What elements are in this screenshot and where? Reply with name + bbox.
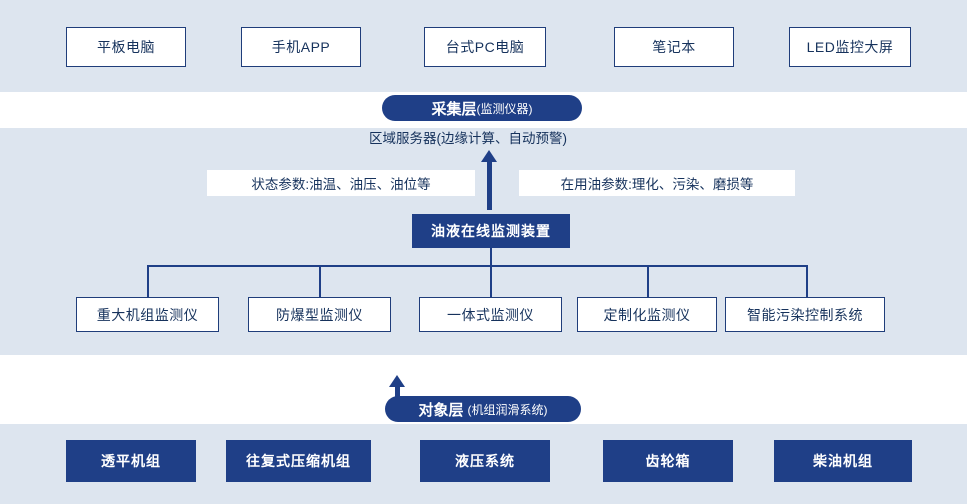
device-box-major-unit-monitor[interactable]: 重大机组监测仪: [76, 297, 219, 332]
terminal-label: 笔记本: [652, 39, 696, 55]
device-hub-box[interactable]: 油液在线监测装置: [412, 214, 570, 248]
edge-server-label: 区域服务器(边缘计算、自动预警): [369, 131, 567, 146]
connector-drop-2: [319, 265, 321, 298]
terminal-label: 平板电脑: [97, 39, 155, 55]
device-label: 智能污染控制系统: [747, 306, 863, 323]
object-layer-badge: 对象层(机组润滑系统): [385, 396, 581, 422]
terminal-box-mobile-app[interactable]: 手机APP: [241, 27, 361, 67]
connector-hub-stem: [490, 248, 492, 266]
object-layer-subtitle: (机组润滑系统): [467, 402, 548, 417]
device-label: 防爆型监测仪: [276, 306, 363, 323]
collection-layer-title: 采集层: [431, 100, 477, 118]
connector-drop-1: [147, 265, 149, 298]
terminal-label: 台式PC电脑: [445, 39, 525, 55]
device-box-integrated-monitor[interactable]: 一体式监测仪: [419, 297, 562, 332]
connector-drop-3: [490, 265, 492, 298]
device-box-customized-monitor[interactable]: 定制化监测仪: [577, 297, 717, 332]
object-label: 液压系统: [455, 453, 515, 469]
object-label: 往复式压缩机组: [246, 453, 351, 469]
terminal-box-desktop-pc[interactable]: 台式PC电脑: [424, 27, 546, 67]
object-box-hydraulic-system[interactable]: 液压系统: [420, 440, 550, 482]
object-box-turbine-unit[interactable]: 透平机组: [66, 440, 196, 482]
terminal-label: LED监控大屏: [806, 39, 894, 55]
arrow-shaft-to-server: [487, 160, 492, 210]
connector-drop-4: [647, 265, 649, 298]
terminal-box-led-screen[interactable]: LED监控大屏: [789, 27, 911, 67]
device-hub-label: 油液在线监测装置: [431, 223, 551, 239]
device-label: 一体式监测仪: [447, 306, 534, 323]
collection-layer-subtitle: (监测仪器): [476, 101, 533, 116]
connector-bus: [147, 265, 807, 267]
device-box-explosion-proof-monitor[interactable]: 防爆型监测仪: [248, 297, 391, 332]
object-box-diesel-unit[interactable]: 柴油机组: [774, 440, 912, 482]
terminal-box-laptop[interactable]: 笔记本: [614, 27, 734, 67]
object-label: 柴油机组: [813, 453, 873, 469]
collection-layer-badge: 采集层(监测仪器): [382, 95, 582, 121]
device-box-smart-contamination-control[interactable]: 智能污染控制系统: [725, 297, 885, 332]
object-layer-title: 对象层: [418, 401, 464, 419]
device-label: 定制化监测仪: [603, 306, 691, 323]
terminal-label: 手机APP: [271, 39, 331, 55]
object-label: 透平机组: [101, 453, 161, 469]
parameter-label-oil: 在用油参数:理化、污染、磨损等: [519, 170, 795, 196]
connector-drop-5: [806, 265, 808, 298]
device-label: 重大机组监测仪: [96, 306, 199, 323]
object-box-gearbox[interactable]: 齿轮箱: [603, 440, 733, 482]
arrow-head-to-server: [481, 150, 497, 162]
object-label: 齿轮箱: [645, 453, 691, 469]
parameter-label-status: 状态参数:油温、油压、油位等: [207, 170, 475, 196]
object-box-reciprocating-compressor[interactable]: 往复式压缩机组: [226, 440, 371, 482]
arrow-shaft-to-devices: [395, 385, 400, 403]
terminal-box-tablet[interactable]: 平板电脑: [66, 27, 186, 67]
arrow-head-to-devices: [389, 375, 405, 387]
